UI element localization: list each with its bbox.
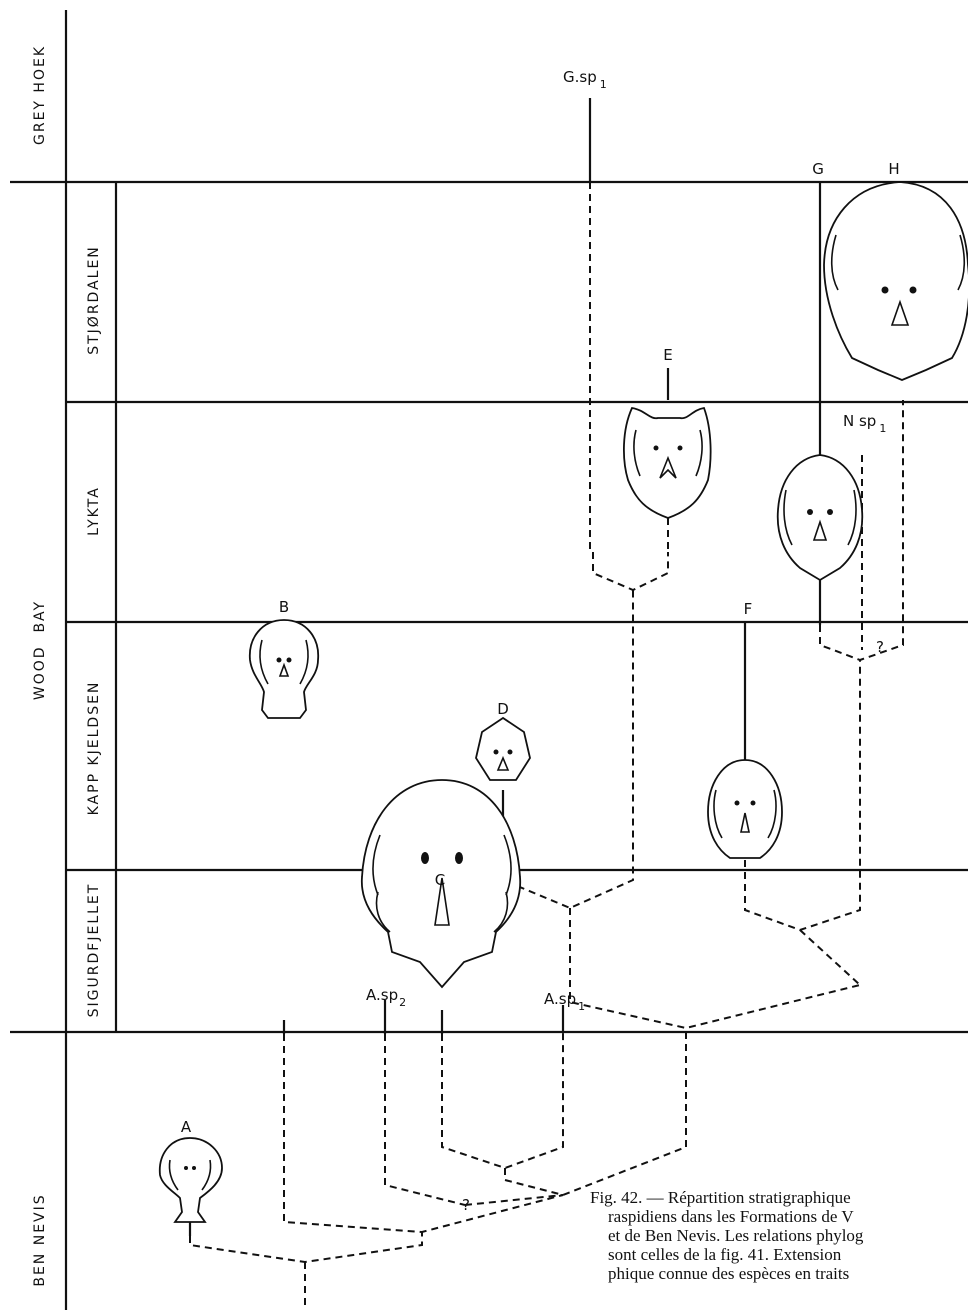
skull-g	[776, 454, 864, 582]
skull-f	[707, 759, 783, 859]
skull-h	[823, 181, 968, 381]
link-root-a-rest	[189, 1232, 423, 1264]
figure-caption: Fig. 42. — Répartition stratigraphique r…	[590, 1188, 968, 1283]
taxon-label-f: F	[744, 600, 753, 618]
link-c-asp1	[441, 1032, 564, 1170]
member-label-sigurdfjellet: SIGURDFJELLET	[86, 883, 102, 1018]
taxon-label-a-sp2: A.sp2	[366, 986, 406, 1009]
skull-e	[623, 406, 712, 519]
link-a-sp2-node	[464, 1194, 564, 1206]
formation-label-ben-nevis: BEN NEVIS	[32, 1193, 48, 1286]
caption-line-1: Fig. 42. — Répartition stratigraphique	[590, 1188, 851, 1207]
caption-line-3: et de Ben Nevis. Les relations phylog	[608, 1226, 864, 1245]
formation-label-grey-hoek: GREY HOEK	[32, 45, 48, 145]
member-label-stjordalen: STJØRDALEN	[86, 245, 102, 355]
taxon-label-h: H	[888, 160, 899, 178]
link-b-rest	[283, 1034, 564, 1234]
stratigraphic-frame	[10, 10, 968, 1310]
caption-line-4: sont celles de la fig. 41. Extension	[608, 1245, 842, 1264]
skull-d	[475, 716, 531, 781]
member-label-kapp-kjeldsen: KAPP KJELDSEN	[86, 681, 102, 816]
caption-line-2: raspidiens dans les Formations de V	[608, 1207, 854, 1226]
formation-label-wood-bay: WOOD BAY	[32, 600, 48, 700]
taxon-label-a: A	[181, 1118, 192, 1136]
uncertain-link-marker-2: ?	[876, 638, 884, 656]
phylogenetic-links	[189, 182, 904, 1310]
taxon-label-g: G	[812, 160, 824, 178]
uncertain-link-marker-1: ?	[462, 1196, 470, 1214]
link-f-join	[799, 929, 861, 986]
link-a-sp2	[384, 1034, 466, 1206]
link-big-node	[569, 908, 861, 1030]
member-label-lykta: LYKTA	[86, 486, 102, 536]
link-e-gsp1	[592, 552, 669, 592]
skull-a	[158, 1137, 223, 1223]
link-c-group	[504, 1030, 687, 1197]
link-g-h	[819, 400, 904, 662]
taxon-label-b: B	[279, 598, 289, 616]
taxon-label-d: D	[497, 700, 509, 718]
taxon-label-e: E	[663, 346, 672, 364]
skull-c	[361, 779, 522, 989]
taxon-label-c: C	[435, 871, 445, 889]
caption-line-5: phique connue des espèces en traits	[608, 1264, 850, 1283]
skull-b	[249, 619, 319, 719]
